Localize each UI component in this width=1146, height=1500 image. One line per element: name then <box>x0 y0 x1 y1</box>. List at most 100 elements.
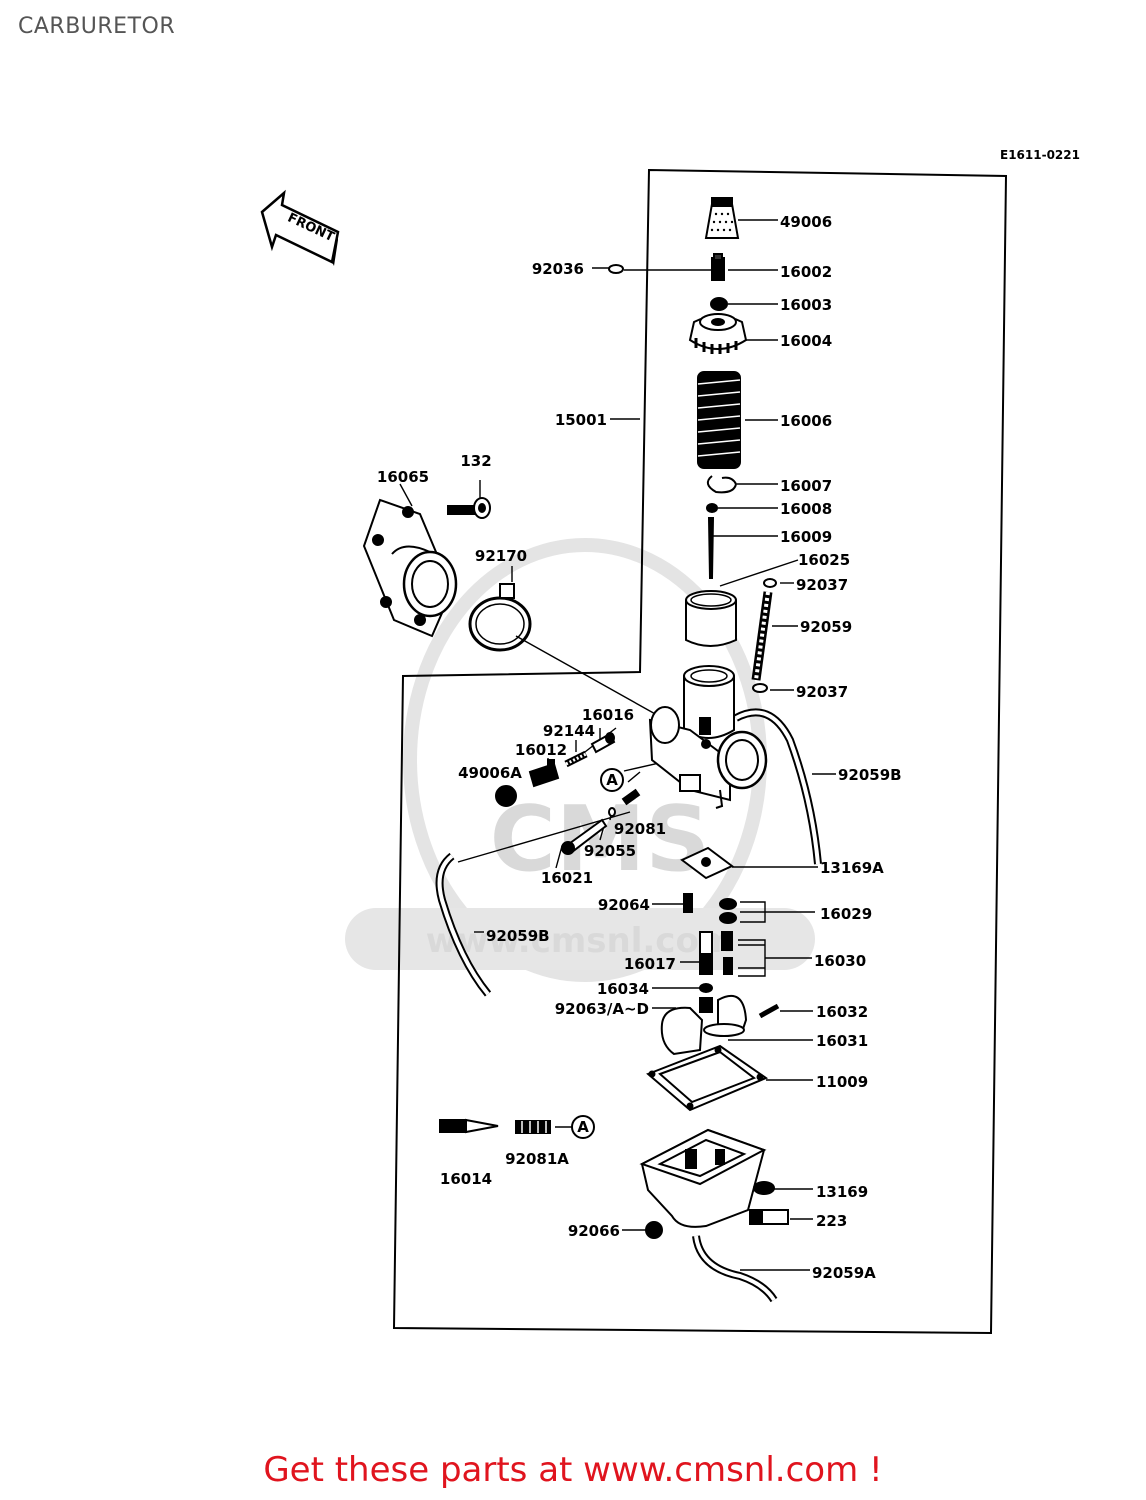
label-13169A: 13169A <box>820 859 884 877</box>
label-92066: 92066 <box>568 1222 620 1240</box>
svg-text:A: A <box>606 771 618 789</box>
label-16006: 16006 <box>780 412 832 430</box>
label-223: 223 <box>816 1212 847 1230</box>
page-title: CARBURETOR <box>18 14 176 39</box>
spring-92144 <box>564 750 588 768</box>
label-16009: 16009 <box>780 528 832 546</box>
label-16004: 16004 <box>780 332 832 350</box>
jet-92063 <box>699 997 713 1013</box>
part-16029-b <box>719 912 737 924</box>
clamp-92037-bottom <box>752 683 768 693</box>
label-92055: 92055 <box>584 842 636 860</box>
label-16029: 16029 <box>820 905 872 923</box>
label-13169: 13169 <box>816 1183 868 1201</box>
cap-49006A <box>495 785 517 807</box>
label-16016: 16016 <box>582 706 634 724</box>
label-16008: 16008 <box>780 500 832 518</box>
hose-clamp-92170 <box>468 583 532 652</box>
label-92081: 92081 <box>614 820 666 838</box>
assembly-frame <box>392 168 1008 1335</box>
spring-92081A <box>515 1120 551 1134</box>
label-16025: 16025 <box>798 551 850 569</box>
watermark-url: www.cmsnl.com <box>426 921 735 961</box>
label-16032: 16032 <box>816 1003 868 1021</box>
clamp-92037-top <box>763 578 777 588</box>
top-cap-16004 <box>688 313 748 354</box>
cap-49006 <box>704 197 740 239</box>
label-16002: 16002 <box>780 263 832 281</box>
part-16029-a <box>719 898 737 910</box>
ring-16008 <box>706 503 718 513</box>
jet-16017 <box>699 931 713 975</box>
label-16021: 16021 <box>541 869 593 887</box>
screw-16021 <box>561 818 608 855</box>
label-16030: 16030 <box>814 952 866 970</box>
label-11009: 11009 <box>816 1073 868 1091</box>
label-92059: 92059 <box>800 618 852 636</box>
label-49006A: 49006A <box>458 764 522 782</box>
part-16030-a <box>721 931 733 951</box>
washer-92036 <box>608 264 624 274</box>
parts-drawings <box>362 197 822 1303</box>
gasket-11009 <box>646 1044 769 1112</box>
label-49006: 49006 <box>780 213 832 231</box>
screw-92066 <box>645 1221 663 1239</box>
svg-text:A: A <box>577 1118 589 1136</box>
pin-16032 <box>758 1003 780 1019</box>
diagram-code: E1611-0221 <box>1000 148 1080 162</box>
spring-16006 <box>697 371 741 469</box>
label-92037-bottom: 92037 <box>796 683 848 701</box>
label-16014: 16014 <box>440 1170 492 1188</box>
intake-holder-16065 <box>362 498 458 638</box>
callout-a-main: A <box>600 768 624 792</box>
screw-16016 <box>590 732 616 754</box>
label-92036: 92036 <box>532 260 584 278</box>
promo-link[interactable]: Get these parts at www.cmsnl.com ! <box>263 1450 883 1490</box>
nut-16003 <box>710 297 728 311</box>
plug-13169 <box>753 1181 775 1195</box>
screw-92064 <box>683 893 693 913</box>
label-92064: 92064 <box>598 896 650 914</box>
part-labels: 49006 92036 16002 16003 16004 15001 1600… <box>377 213 902 1282</box>
label-92059B-left: 92059B <box>486 927 550 945</box>
float-bowl <box>639 1128 767 1228</box>
oring-92055 <box>608 807 616 817</box>
throttle-valve-16025 <box>685 590 737 647</box>
screw-16014 <box>439 1118 499 1134</box>
label-92037-top: 92037 <box>796 576 848 594</box>
bracket-lines <box>738 901 766 977</box>
needle-16009 <box>707 517 715 579</box>
label-16017: 16017 <box>624 955 676 973</box>
label-16034: 16034 <box>597 980 649 998</box>
part-16030-b <box>723 957 733 975</box>
leader-lines <box>399 219 836 1271</box>
label-92063: 92063/A~D <box>555 1000 649 1018</box>
callout-a-secondary: A <box>571 1115 595 1139</box>
label-16003: 16003 <box>780 296 832 314</box>
label-16007: 16007 <box>780 477 832 495</box>
label-92059B-right: 92059B <box>838 766 902 784</box>
clip-16007 <box>706 475 738 494</box>
label-92144: 92144 <box>543 722 595 740</box>
label-16031: 16031 <box>816 1032 868 1050</box>
label-132: 132 <box>460 452 491 470</box>
label-16065: 16065 <box>377 468 429 486</box>
label-92059A: 92059A <box>812 1264 876 1282</box>
label-92081A: 92081A <box>505 1150 569 1168</box>
spring-92081 <box>621 788 641 806</box>
label-15001: 15001 <box>555 411 607 429</box>
bolt-132 <box>447 497 491 519</box>
screw-223 <box>749 1209 789 1225</box>
label-16012: 16012 <box>515 741 567 759</box>
label-92170: 92170 <box>475 547 527 565</box>
adjuster-16002 <box>711 253 725 281</box>
washer-16034 <box>699 983 713 993</box>
screw-16012 <box>528 759 560 788</box>
front-arrow-icon: FRONT <box>260 189 340 266</box>
float-16031 <box>660 995 748 1056</box>
plate-13169A <box>680 846 734 880</box>
carburetor-body <box>648 665 768 809</box>
promo-banner[interactable]: Get these parts at www.cmsnl.com ! <box>0 1450 1146 1490</box>
